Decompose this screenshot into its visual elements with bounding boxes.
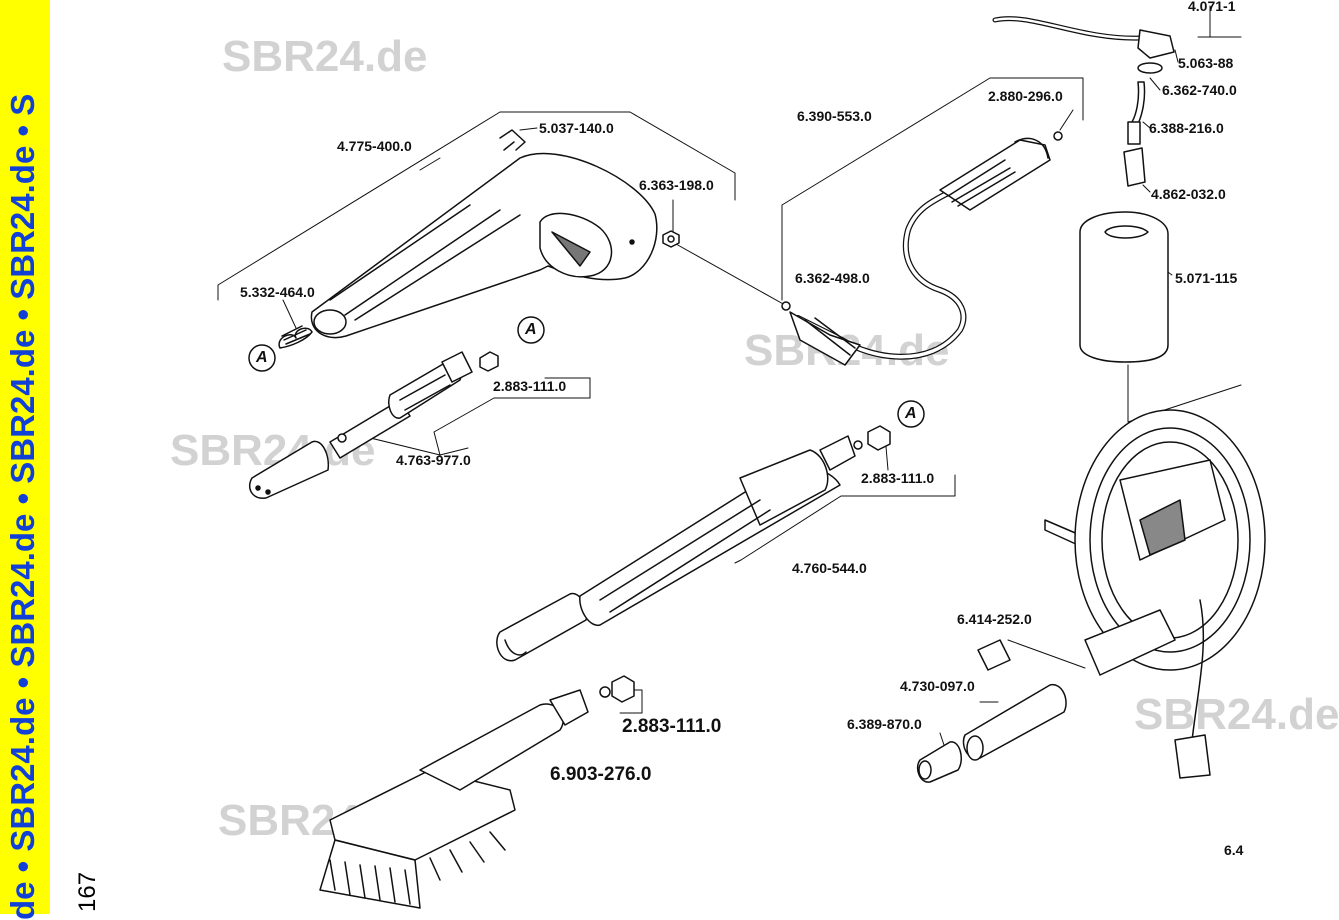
hose-reel-drawing: [1044, 409, 1266, 779]
part-number-label: 5.037-140.0: [539, 120, 614, 136]
callout-letter: A: [905, 405, 917, 422]
part-number-label: 4.763-977.0: [396, 452, 471, 468]
callout-circles: [248, 316, 925, 428]
clip-drawing: [499, 129, 526, 151]
brush-drawing: [319, 689, 589, 909]
part-number-label: 4.760-544.0: [792, 560, 867, 576]
hose-connectors-drawing: [916, 639, 1067, 783]
o-rings-drawing: [337, 131, 1063, 703]
detergent-assembly-drawing: [992, 16, 1175, 363]
part-number-label: 6.4: [1224, 842, 1244, 858]
part-number-label: 4.730-097.0: [900, 678, 975, 694]
callout-letter: A: [525, 321, 537, 338]
spray-lance-drawing: [248, 351, 473, 499]
part-number-label: 2.883-111.0: [861, 470, 935, 486]
callout-letter: A: [256, 349, 268, 366]
part-number-label: 4.862-032.0: [1151, 186, 1226, 202]
part-number-label: 5.332-464.0: [240, 284, 315, 300]
part-number-label: 2.883-111.0: [622, 716, 722, 737]
trigger-gun-drawing: [310, 152, 658, 339]
part-number-label: 4.775-400.0: [337, 138, 412, 154]
nut-drawing: [662, 230, 680, 248]
part-number-label: 6.388-216.0: [1149, 120, 1224, 136]
part-number-label: 5.071-115: [1175, 270, 1238, 286]
part-number-label: 5.063-88: [1178, 55, 1234, 71]
part-number-label: 6.903-276.0: [550, 764, 652, 785]
part-number-label: 6.414-252.0: [957, 611, 1032, 627]
sidebar-strip: de • SBR24.de • SBR24.de • SBR24.de • SB…: [0, 0, 50, 920]
watermark: SBR24.de: [222, 32, 428, 81]
part-number-label: 6.362-498.0: [795, 270, 870, 286]
leader-lines: [217, 5, 1242, 749]
part-number-label: 6.389-870.0: [847, 716, 922, 732]
part-number-label: 6.390-553.0: [797, 108, 872, 124]
part-number-label: 6.363-198.0: [639, 177, 714, 193]
spray-wand-drawing: [496, 435, 856, 662]
spring-drawing: [278, 325, 313, 349]
part-number-label: 2.880-296.0: [988, 88, 1063, 104]
hose-drawing: [789, 137, 1051, 366]
exploded-parts-diagram: [217, 5, 1266, 909]
part-number-label: 2.883-111.0: [493, 378, 567, 394]
part-number-label: 4.071-1: [1188, 0, 1236, 14]
part-number-label: 6.362-740.0: [1162, 82, 1237, 98]
watermark: SBR24.de: [1134, 690, 1339, 739]
